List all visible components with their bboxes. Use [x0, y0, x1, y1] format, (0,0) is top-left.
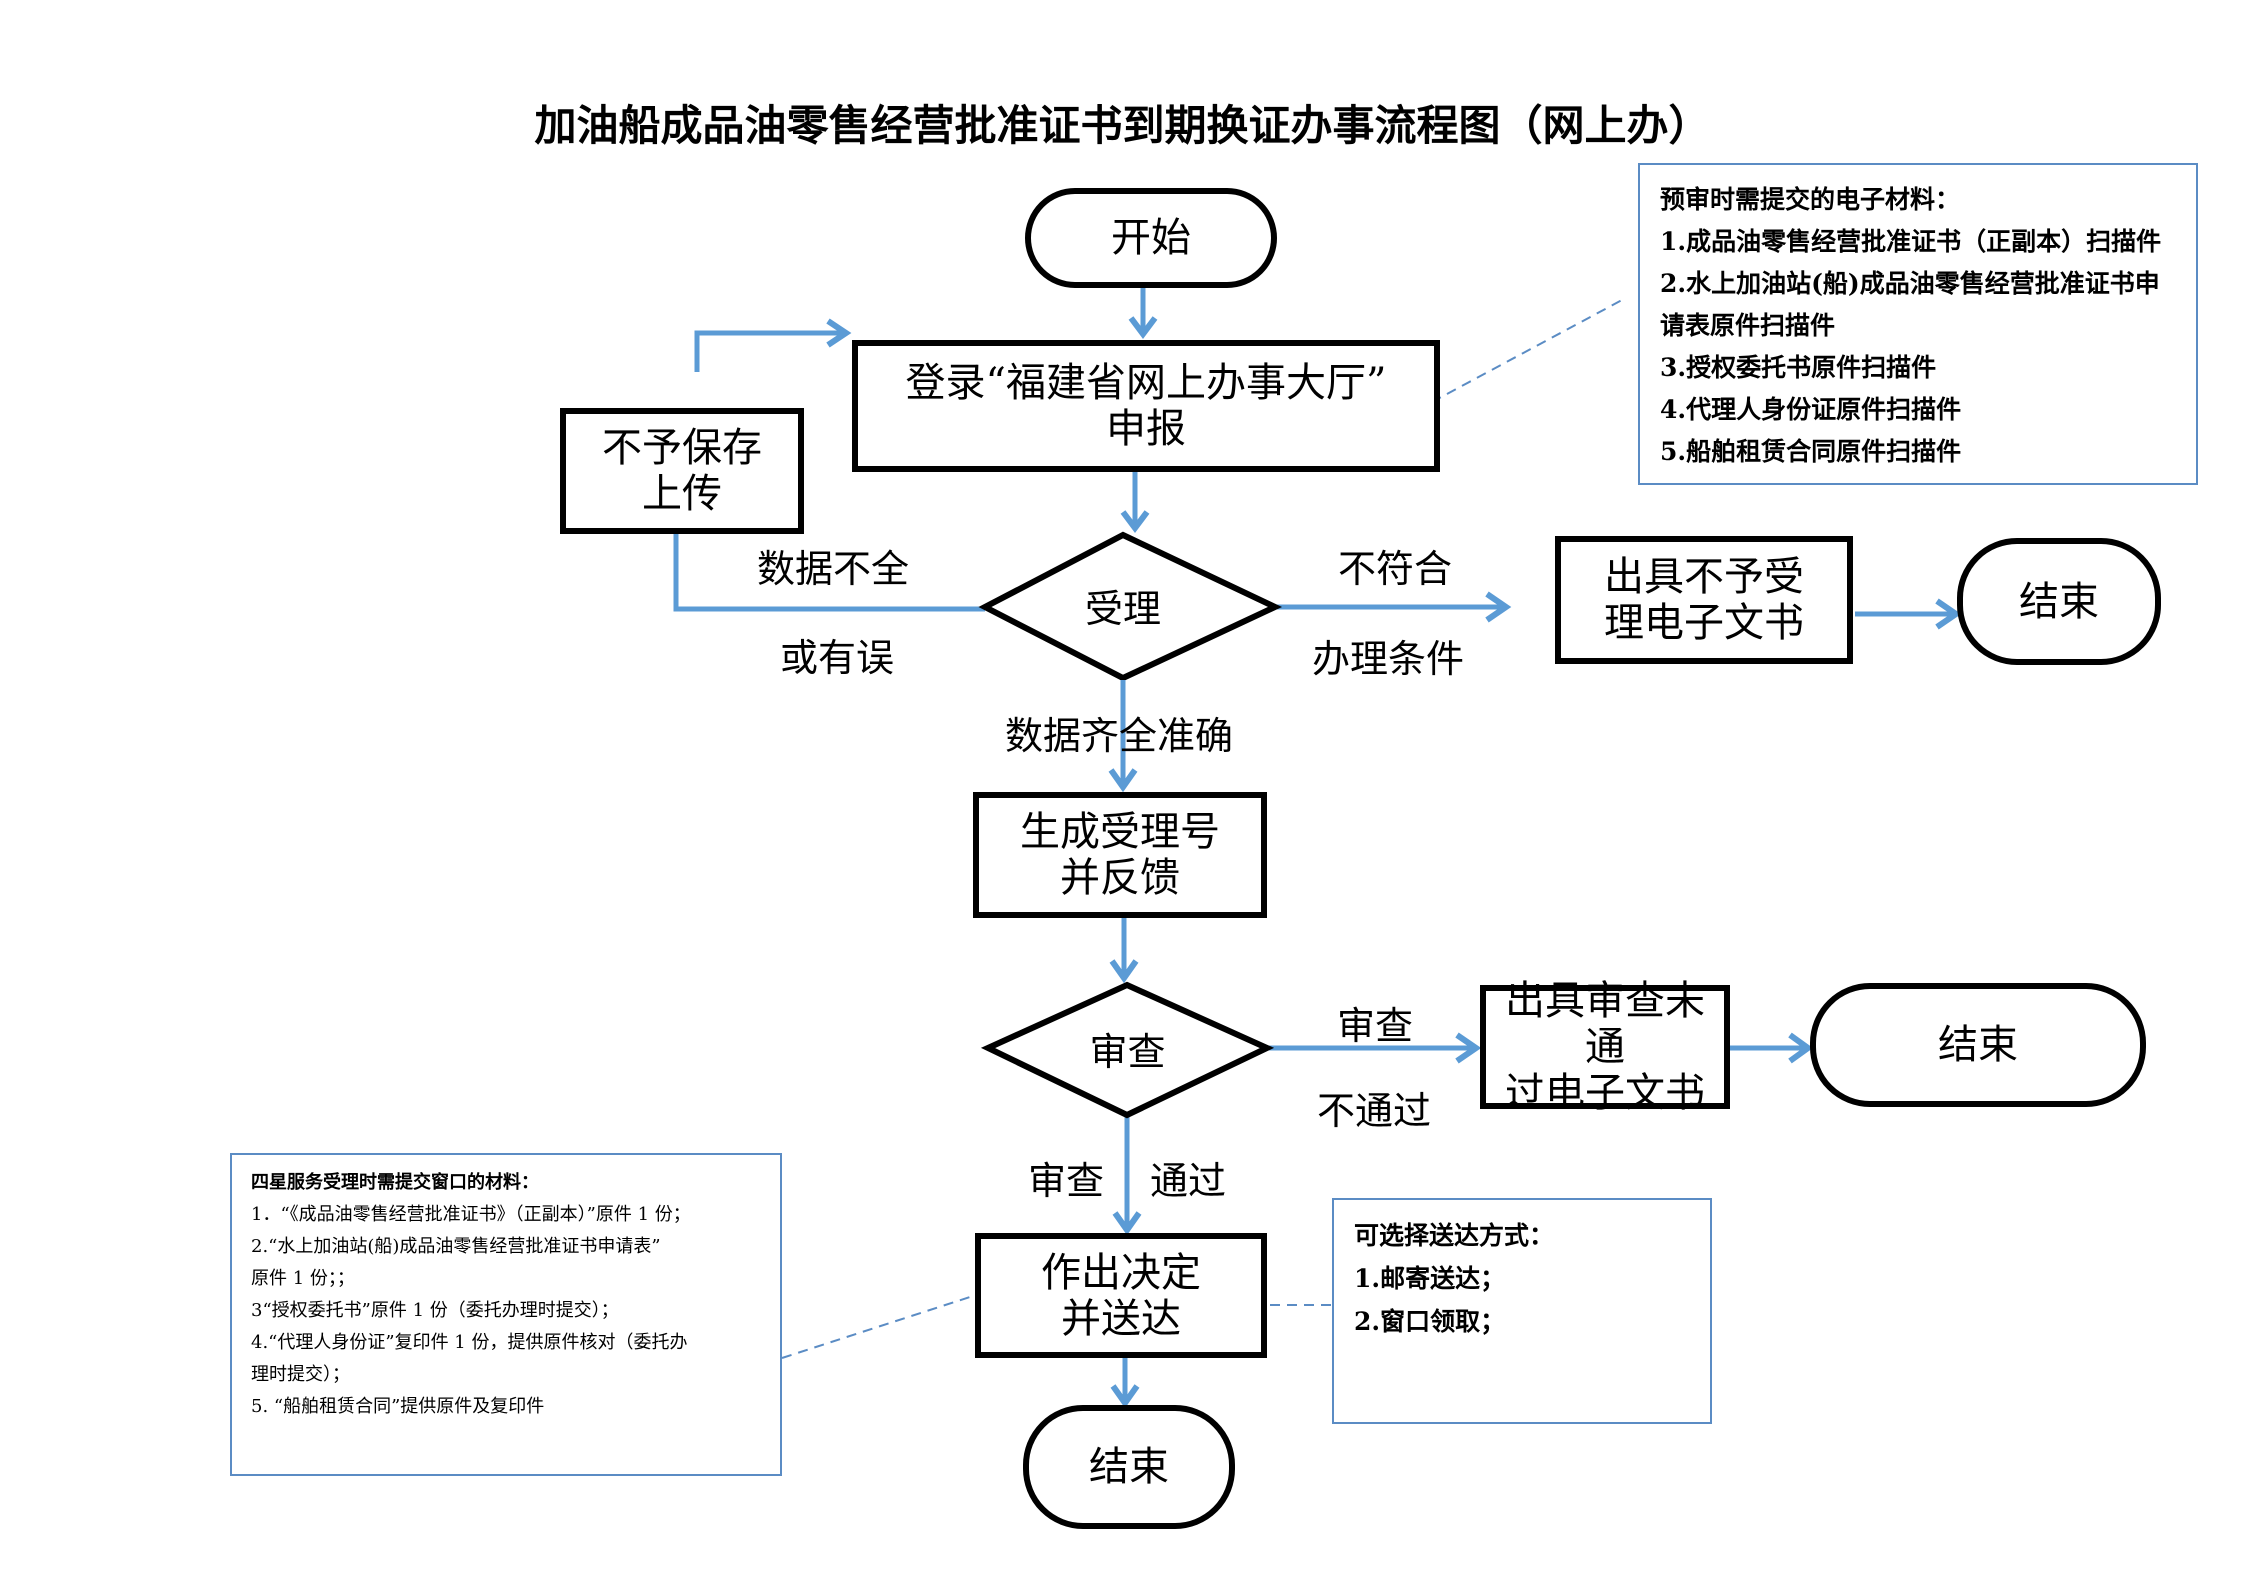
note-delivery-methods: 可选择送达方式： 1.邮寄送达； 2.窗口领取； — [1332, 1198, 1712, 1424]
decision-diamond-accept — [978, 531, 1283, 682]
note-delivery-heading: 可选择送达方式： — [1354, 1221, 1555, 1250]
reject-save-line1: 不予保存 — [602, 425, 762, 471]
note-window-item: 4.“代理人身份证”复印件 1 份，提供原件核对（委托办 — [251, 1332, 688, 1353]
note-electronic-heading: 预审时需提交的电子材料： — [1660, 185, 1961, 214]
decision-diamond-review — [980, 981, 1275, 1119]
page-title: 加油船成品油零售经营批准证书到期换证办事流程图（网上办） — [534, 101, 1711, 150]
note-delivery-item: 2.窗口领取； — [1354, 1307, 1506, 1336]
decision-node: 作出决定 并送达 — [975, 1233, 1267, 1358]
note-window-item: 5. “船舶租赁合同”提供原件及复印件 — [251, 1396, 545, 1417]
end-node-2: 结束 — [1810, 983, 2146, 1107]
note-window-item: 原件 1 份；； — [251, 1268, 355, 1289]
start-node: 开始 — [1025, 188, 1277, 288]
note-electronic-item: 1.成品油零售经营批准证书（正副本）扫描件 — [1660, 227, 2162, 256]
accept-label: 受理 — [985, 575, 1261, 635]
note-window-materials: 四星服务受理时需提交窗口的材料： 1．“《成品油零售经营批准证书》（正副本）”原… — [230, 1153, 782, 1476]
accept-text: 受理 — [1084, 586, 1161, 631]
note-window-item: 1．“《成品油零售经营批准证书》（正副本）”原件 1 份； — [251, 1204, 691, 1225]
login-label-line1: 登录“福建省网上办事大厅” — [905, 360, 1387, 406]
edge-label-incomplete-line1: 数据不全 — [757, 547, 910, 591]
end-node-1: 结束 — [1957, 538, 2161, 665]
generate-line1: 生成受理号 — [1020, 809, 1220, 855]
review-text: 审查 — [1089, 1029, 1166, 1074]
not-accept-doc-node: 出具不予受 理电子文书 — [1555, 536, 1853, 664]
edge-label-review-pass-right: 通过 — [1150, 1159, 1227, 1203]
note-electronic-materials: 预审时需提交的电子材料： 1.成品油零售经营批准证书（正副本）扫描件 2.水上加… — [1638, 163, 2198, 485]
end-node-3: 结束 — [1023, 1405, 1235, 1529]
note-window-heading: 四星服务受理时需提交窗口的材料： — [251, 1172, 539, 1193]
generate-node: 生成受理号 并反馈 — [973, 792, 1267, 918]
review-fail-doc-line2: 过电子文书 — [1505, 1070, 1705, 1116]
note-electronic-item: 5.船舶租赁合同原件扫描件 — [1660, 437, 1962, 466]
edge-label-review-fail-line2: 不通过 — [1317, 1089, 1432, 1133]
review-label: 审查 — [988, 1018, 1267, 1078]
note-window-item: 2.“水上加油站(船)成品油零售经营批准证书申请表” — [251, 1236, 661, 1257]
login-node: 登录“福建省网上办事大厅” 申报 — [852, 340, 1440, 472]
note-window-item: 理时提交）； — [251, 1364, 350, 1385]
start-label: 开始 — [1111, 215, 1191, 261]
note-electronic-item: 3.授权委托书原件扫描件 — [1660, 353, 1937, 382]
not-accept-doc-line2: 理电子文书 — [1604, 600, 1804, 646]
review-fail-doc-node: 出具审查未通 过电子文书 — [1480, 978, 1730, 1116]
edge-label-review-fail-line1: 审查 — [1337, 1004, 1414, 1048]
edge-label-incomplete-line2: 或有误 — [780, 636, 895, 680]
note-delivery-item: 1.邮寄送达； — [1354, 1264, 1506, 1293]
review-fail-doc-line1: 出具审查未通 — [1505, 978, 1705, 1070]
note-electronic-item: 请表原件扫描件 — [1660, 311, 1836, 340]
end-3-label: 结束 — [1089, 1444, 1169, 1490]
callout-line-window-materials — [781, 1295, 974, 1359]
arrow-accept-to-reject-save — [673, 532, 985, 612]
arrow-reject-save-to-login — [694, 330, 845, 372]
reject-save-node: 不予保存 上传 — [560, 408, 804, 534]
edge-label-not-meet-line2: 办理条件 — [1312, 637, 1465, 681]
decision-line1: 作出决定 — [1041, 1249, 1201, 1296]
note-window-item: 3“授权委托书”原件 1 份（委托办理时提交）； — [251, 1300, 619, 1321]
edge-label-not-meet-line1: 不符合 — [1338, 547, 1453, 591]
callout-line-electronic-materials — [1431, 299, 1623, 403]
note-electronic-item: 4.代理人身份证原件扫描件 — [1660, 395, 1962, 424]
decision-line2: 并送达 — [1061, 1295, 1181, 1342]
edge-label-complete: 数据齐全准确 — [1005, 714, 1234, 758]
end-1-label: 结束 — [2019, 578, 2099, 625]
reject-save-line2: 上传 — [642, 471, 722, 517]
not-accept-doc-line1: 出具不予受 — [1604, 554, 1804, 600]
edge-label-review-pass-left: 审查 — [1028, 1159, 1105, 1203]
note-electronic-item: 2.水上加油站(船)成品油零售经营批准证书申 — [1660, 269, 2160, 298]
login-label-line2: 申报 — [1106, 406, 1186, 452]
generate-line2: 并反馈 — [1060, 855, 1180, 901]
end-2-label: 结束 — [1938, 1022, 2018, 1068]
